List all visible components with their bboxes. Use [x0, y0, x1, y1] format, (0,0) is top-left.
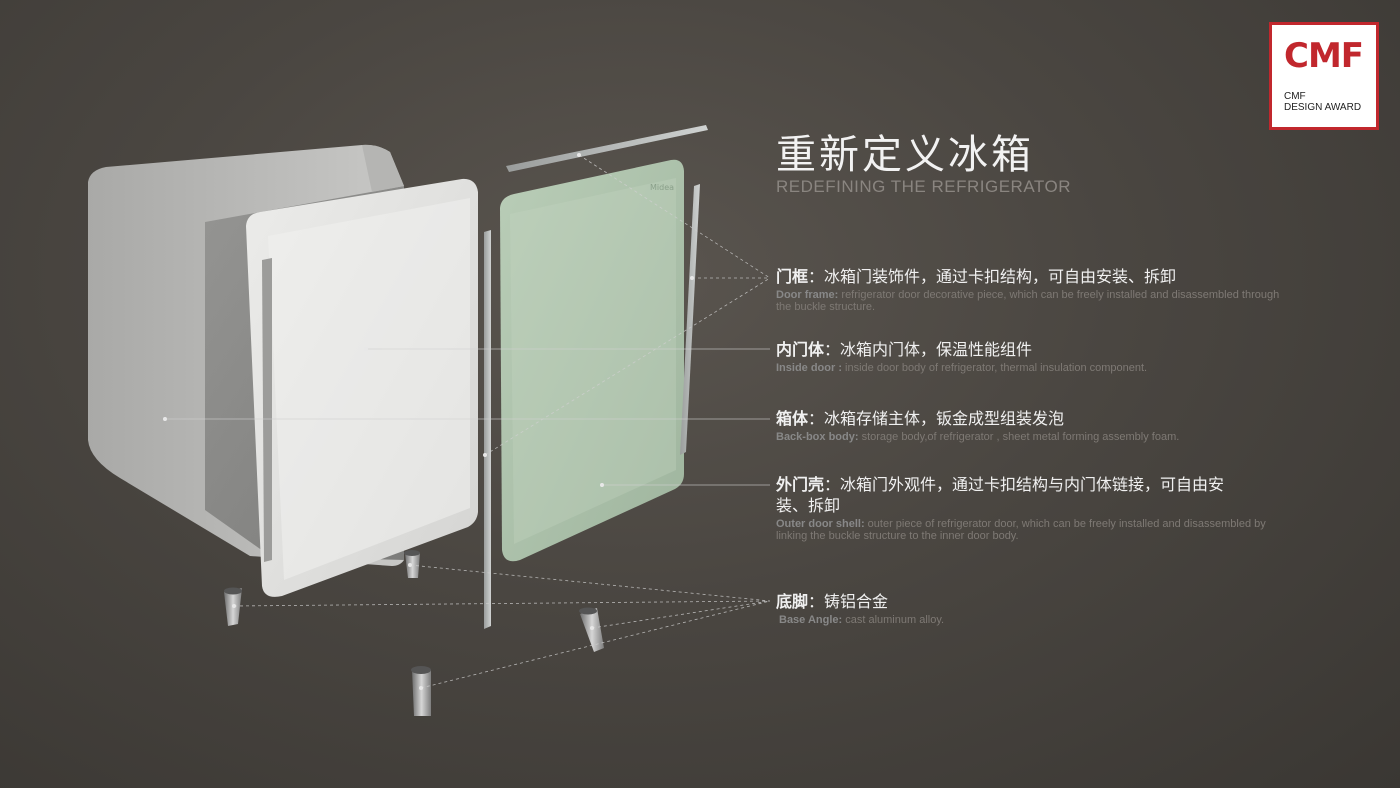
svg-text:Midea: Midea — [650, 183, 674, 192]
label-base-angle: 底脚：铸铝合金 Base Angle: cast aluminum alloy. — [776, 591, 1296, 626]
desc-cn: ：冰箱存储主体，钣金成型组装发泡 — [808, 409, 1064, 428]
term-en: Outer door shell: — [776, 518, 865, 530]
desc-cn: ：冰箱门外观件，通过卡扣结构与内门体链接，可自由安装、拆卸 — [776, 475, 1224, 515]
term-en: Back-box body: — [776, 431, 859, 443]
foot-2 — [404, 550, 420, 578]
left-rail — [484, 230, 491, 629]
desc-cn: ：冰箱内门体，保温性能组件 — [824, 340, 1032, 359]
label-outer-door-shell: 外门壳：冰箱门外观件，通过卡扣结构与内门体链接，可自由安装、拆卸 Outer d… — [776, 474, 1236, 542]
term-en: Door frame: — [776, 289, 838, 301]
outer-door-shell: Midea — [500, 160, 684, 562]
logo-line-2: DESIGN AWARD — [1284, 102, 1361, 113]
term-cn: 外门壳 — [776, 475, 824, 494]
cmf-design-award-logo: CMF CMF DESIGN AWARD — [1269, 22, 1379, 130]
page-subtitle: REDEFINING THE REFRIGERATOR — [776, 177, 1071, 197]
cmf-logo-mark: CMF — [1284, 39, 1363, 73]
inner-door — [246, 179, 478, 597]
desc-en: cast aluminum alloy. — [842, 614, 944, 626]
page-title: 重新定义冰箱 — [776, 122, 1034, 180]
label-back-box: 箱体：冰箱存储主体，钣金成型组装发泡 Back-box body: storag… — [776, 408, 1296, 443]
term-cn: 箱体 — [776, 409, 808, 428]
logo-line-1: CMF — [1284, 91, 1361, 102]
term-cn: 门框 — [776, 267, 808, 286]
desc-cn: ：铸铝合金 — [808, 592, 888, 611]
foot-4 — [411, 666, 431, 716]
term-cn: 底脚 — [776, 592, 808, 611]
desc-en: storage body,of refrigerator , sheet met… — [859, 431, 1180, 443]
term-cn: 内门体 — [776, 340, 824, 359]
desc-en: refrigerator door decorative piece, whic… — [776, 289, 1279, 313]
term-en: Base Angle: — [779, 614, 842, 626]
term-en: Inside door : — [776, 362, 842, 374]
desc-cn: ：冰箱门装饰件，通过卡扣结构，可自由安装、拆卸 — [808, 267, 1176, 286]
logo-caption: CMF DESIGN AWARD — [1284, 91, 1361, 113]
label-inside-door: 内门体：冰箱内门体，保温性能组件 Inside door : inside do… — [776, 339, 1296, 374]
label-door-frame: 门框：冰箱门装饰件，通过卡扣结构，可自由安装、拆卸 Door frame: re… — [776, 266, 1296, 313]
desc-en: inside door body of refrigerator, therma… — [842, 362, 1147, 374]
